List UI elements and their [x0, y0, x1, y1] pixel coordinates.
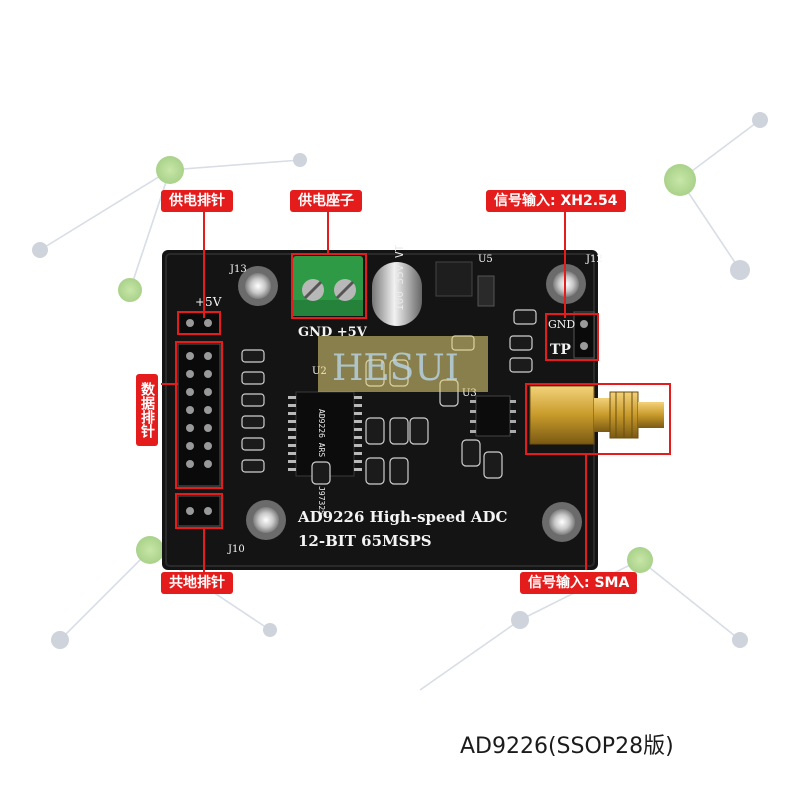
silk-title-line1: AD9226 High-speed ADC: [297, 508, 507, 526]
silk-title-line2: 12-BIT 65MSPS: [298, 532, 432, 550]
callout-signal-sma: 信号输入: SMA: [520, 572, 638, 594]
silk-u3: U3: [462, 388, 477, 399]
watermark-band: [318, 336, 488, 392]
sma-connector: [529, 385, 664, 445]
pcb-board: 100 35V VT: [162, 244, 664, 570]
silk-u5: U5: [478, 254, 493, 265]
pin-header-data: [177, 343, 221, 487]
silk-j10: J10: [227, 544, 245, 555]
mounting-hole: [246, 500, 286, 540]
pin-header-power: [177, 311, 221, 335]
mounting-hole: [542, 502, 582, 542]
callout-ground-header: 共地排针: [161, 572, 233, 594]
pin-header-ground: [177, 495, 221, 527]
product-caption: AD9226(SSOP28版): [460, 734, 674, 759]
electrolytic-capacitor: 100 35V VT: [372, 244, 422, 326]
silk-j13: J13: [229, 264, 247, 275]
test-point-header: [573, 311, 595, 359]
callout-data-header: 数据排针: [136, 374, 158, 446]
voltage-regulator: [435, 261, 495, 307]
callout-leaders: [161, 210, 671, 572]
mounting-hole: [238, 266, 278, 306]
network-nodes: [32, 112, 768, 649]
capacitor-label: 100 35V VT: [393, 244, 406, 311]
silk-plus5v: +5V: [195, 295, 222, 309]
power-terminal: [293, 256, 363, 316]
watermark-text: HESUI: [332, 348, 459, 389]
silk-tp: TP: [550, 342, 571, 358]
resistor-array: [241, 349, 265, 473]
silk-tp-gnd: GND: [548, 318, 575, 331]
callout-power-header: 供电排针: [161, 190, 233, 212]
silk-j12: J12: [585, 254, 603, 265]
op-amp-chip: [470, 395, 516, 437]
callout-power-terminal: 供电座子: [290, 190, 362, 212]
callout-signal-xh: 信号输入: XH2.54: [486, 190, 626, 212]
